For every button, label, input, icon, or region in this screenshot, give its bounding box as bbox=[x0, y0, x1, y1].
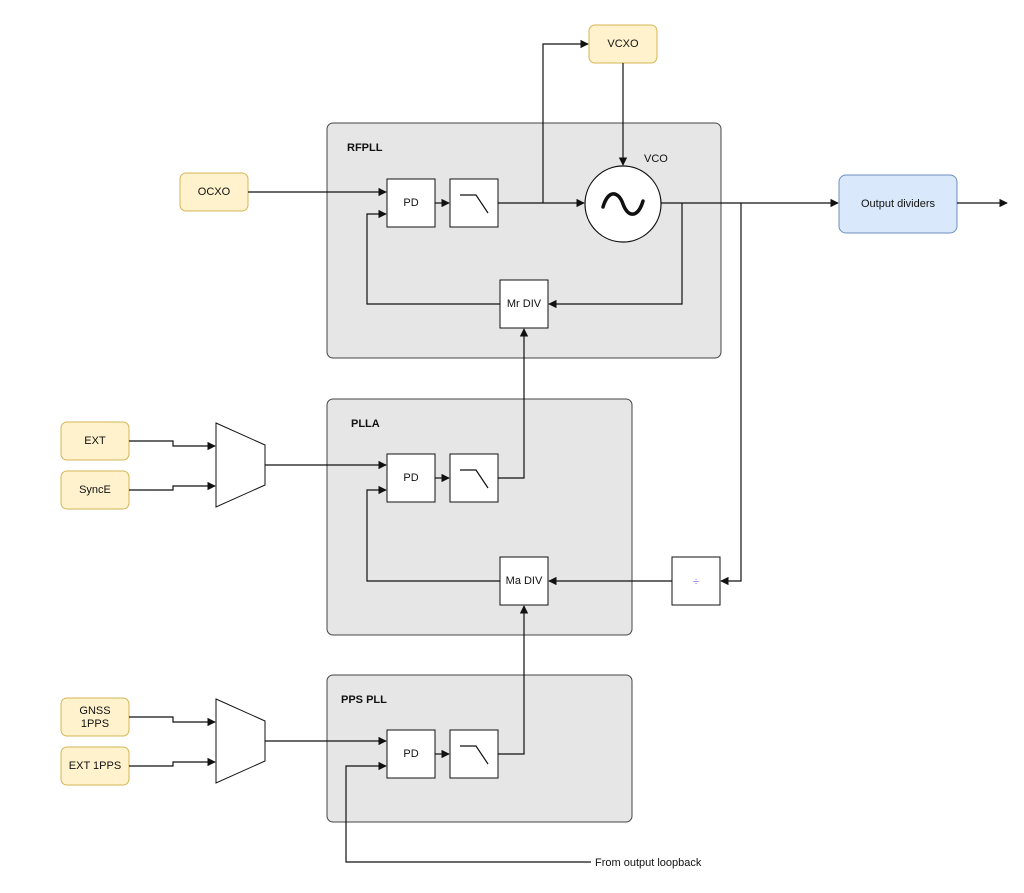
plla-loop-filter bbox=[449, 453, 499, 503]
loopback-label: From output loopback bbox=[595, 857, 702, 869]
lowpass-filter-icon bbox=[460, 469, 489, 489]
vcxo-label: VCXO bbox=[607, 38, 639, 50]
mr-div-box: Mr DIV bbox=[499, 279, 549, 329]
mux-plla bbox=[215, 422, 266, 508]
wire-mrdiv-to-pd bbox=[366, 209, 500, 305]
wire-vco-to-divider bbox=[720, 203, 742, 586]
wire-synce-to-mux bbox=[129, 481, 216, 491]
vco-label: VCO bbox=[644, 153, 668, 165]
ext-1pps-source: EXT 1PPS bbox=[60, 746, 130, 786]
gnss-1pps-source: GNSS 1PPS bbox=[60, 697, 130, 737]
ocxo-source: OCXO bbox=[179, 172, 249, 212]
pps-loop-filter bbox=[449, 729, 499, 779]
ext-source: EXT bbox=[60, 421, 130, 461]
plla-block bbox=[326, 398, 633, 636]
wire-ext-to-mux bbox=[129, 440, 216, 451]
vcxo-source: VCXO bbox=[588, 24, 658, 64]
wire-loopback-to-pps-pd bbox=[345, 761, 591, 863]
rfpll-phase-detector: PD bbox=[386, 178, 436, 228]
wire-madiv-to-plla-pd bbox=[366, 485, 500, 582]
pps-pd-label: PD bbox=[403, 748, 418, 760]
plla-phase-detector: PD bbox=[386, 453, 436, 503]
ocxo-label: OCXO bbox=[198, 186, 231, 198]
ma-div-label: Ma DIV bbox=[506, 575, 543, 587]
rfpll-loop-filter bbox=[449, 178, 499, 228]
pps-pll-title: PPS PLL bbox=[341, 694, 387, 706]
lowpass-filter-icon bbox=[460, 745, 489, 765]
sine-wave-icon bbox=[601, 192, 645, 216]
lowpass-filter-icon bbox=[460, 194, 489, 214]
plla-title: PLLA bbox=[351, 418, 380, 430]
rfpll-pd-label: PD bbox=[403, 197, 418, 209]
gnss-label-line2: 1PPS bbox=[81, 718, 109, 730]
mr-div-label: Mr DIV bbox=[507, 298, 542, 310]
wire-ext1pps-to-mux bbox=[129, 757, 216, 767]
vco-oscillator bbox=[584, 165, 662, 243]
ext-1pps-label: EXT 1PPS bbox=[69, 760, 121, 772]
wire-filter-to-vcxo bbox=[542, 39, 589, 203]
pps-phase-detector: PD bbox=[386, 729, 436, 779]
wire-gnss-to-mux bbox=[129, 716, 216, 727]
ext-label: EXT bbox=[84, 435, 106, 447]
wire-plla-filter-to-mrdiv bbox=[498, 328, 529, 479]
ma-div-box: Ma DIV bbox=[499, 556, 549, 606]
rfpll-title: RFPLL bbox=[347, 142, 383, 154]
divide-icon: ÷ bbox=[693, 576, 699, 588]
wire-pps-filter-to-madiv bbox=[498, 605, 529, 755]
wire-vco-to-mrdiv bbox=[548, 203, 683, 309]
gnss-label-line1: GNSS bbox=[79, 705, 110, 717]
feedback-divider-box: ÷ bbox=[671, 556, 721, 606]
output-dividers-box: Output dividers bbox=[838, 174, 958, 234]
mux-pps bbox=[215, 698, 266, 784]
plla-pd-label: PD bbox=[403, 472, 418, 484]
synce-source: SyncE bbox=[60, 470, 130, 510]
output-dividers-label: Output dividers bbox=[861, 198, 935, 210]
synce-label: SyncE bbox=[79, 484, 111, 496]
